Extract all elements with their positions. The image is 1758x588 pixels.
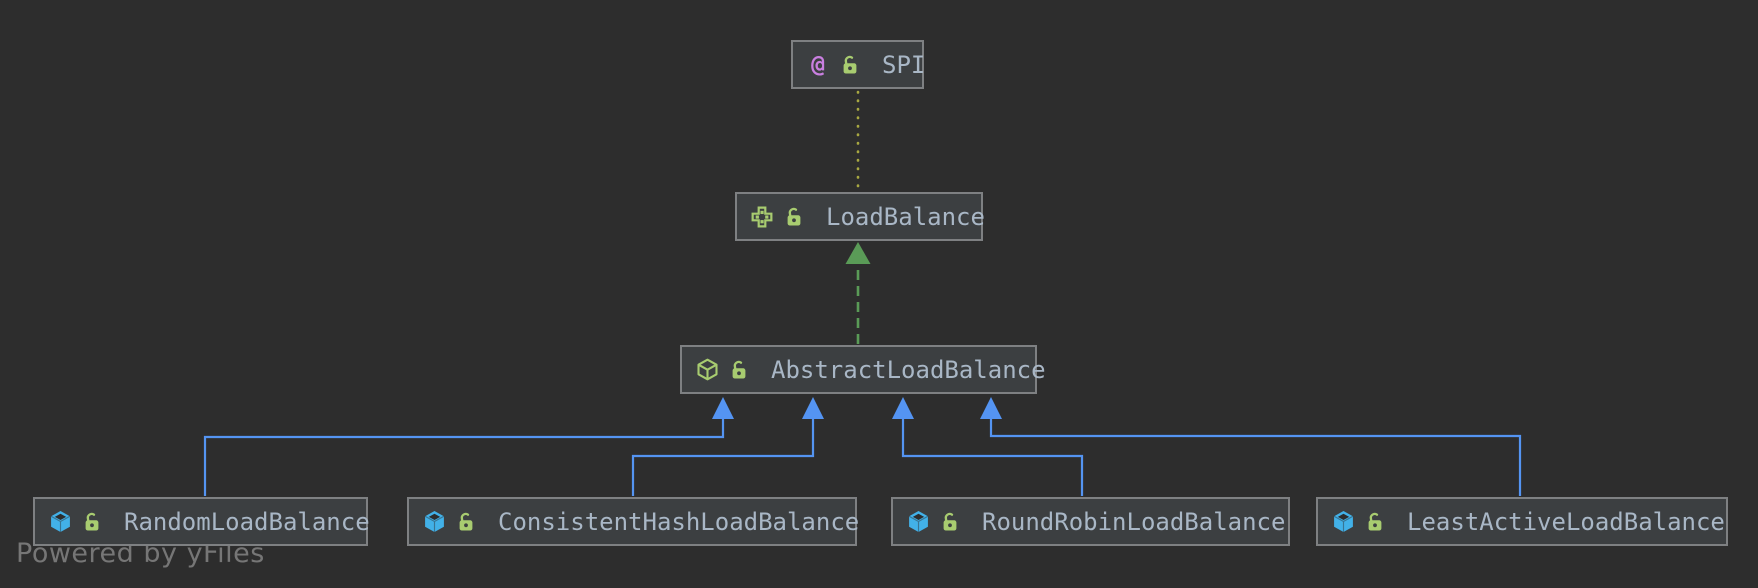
inheritance-edge-line: [989, 418, 1522, 496]
annotation-icon: @: [806, 52, 830, 78]
class-icon: [422, 511, 446, 533]
inheritance-arrowhead-icon: [980, 397, 1002, 419]
inheritance-arrowhead-icon: [892, 397, 914, 419]
edge-randomloadbalance-extends-abstractloadbalance[interactable]: [203, 397, 734, 496]
inheritance-edge-line: [901, 418, 1084, 496]
inheritance-arrowhead-icon: [712, 397, 734, 419]
edge-roundrobinloadbalance-extends-abstractloadbalance[interactable]: [892, 397, 1084, 496]
node-spi[interactable]: @ SPI: [791, 40, 926, 89]
node-label: LoadBalance: [826, 202, 985, 231]
inheritance-edge-line: [203, 418, 725, 496]
public-lock-icon: [1366, 511, 1384, 532]
inheritance-edge-line: [631, 418, 815, 496]
public-lock-icon: [785, 206, 803, 227]
node-label: SPI: [882, 50, 926, 79]
node-label: LeastActiveLoadBalance: [1407, 507, 1725, 536]
node-label: AbstractLoadBalance: [771, 355, 1046, 384]
svg-text:@: @: [811, 52, 825, 78]
realization-arrowhead-icon: [845, 242, 871, 264]
public-lock-icon: [841, 54, 859, 75]
public-lock-icon: [730, 359, 748, 380]
edge-leastactiveloadbalance-extends-abstractloadbalance[interactable]: [980, 397, 1522, 496]
public-lock-icon: [457, 511, 475, 532]
public-lock-icon: [83, 511, 101, 532]
inheritance-arrowhead-icon: [802, 397, 824, 419]
class-icon: [1331, 511, 1355, 533]
edge-abstractloadbalance-implements-loadbalance[interactable]: [845, 242, 871, 344]
node-label: ConsistentHashLoadBalance: [498, 507, 860, 536]
class-icon: [906, 511, 930, 533]
public-lock-icon: [941, 511, 959, 532]
interface-icon: [750, 206, 774, 228]
node-label: RoundRobinLoadBalance: [982, 507, 1286, 536]
node-randomloadbalance[interactable]: RandomLoadBalance: [33, 497, 370, 546]
abstract-class-icon: [695, 358, 719, 381]
node-label: RandomLoadBalance: [124, 507, 370, 536]
edge-consistenthashloadbalance-extends-abstractloadbalance[interactable]: [631, 397, 824, 496]
node-abstractloadbalance[interactable]: AbstractLoadBalance: [680, 345, 1046, 394]
node-loadbalance[interactable]: LoadBalance: [735, 192, 985, 241]
node-leastactiveloadbalance[interactable]: LeastActiveLoadBalance: [1316, 497, 1728, 546]
class-icon: [48, 511, 72, 533]
node-consistenthashloadbalance[interactable]: ConsistentHashLoadBalance: [407, 497, 860, 546]
node-roundrobinloadbalance[interactable]: RoundRobinLoadBalance: [891, 497, 1290, 546]
